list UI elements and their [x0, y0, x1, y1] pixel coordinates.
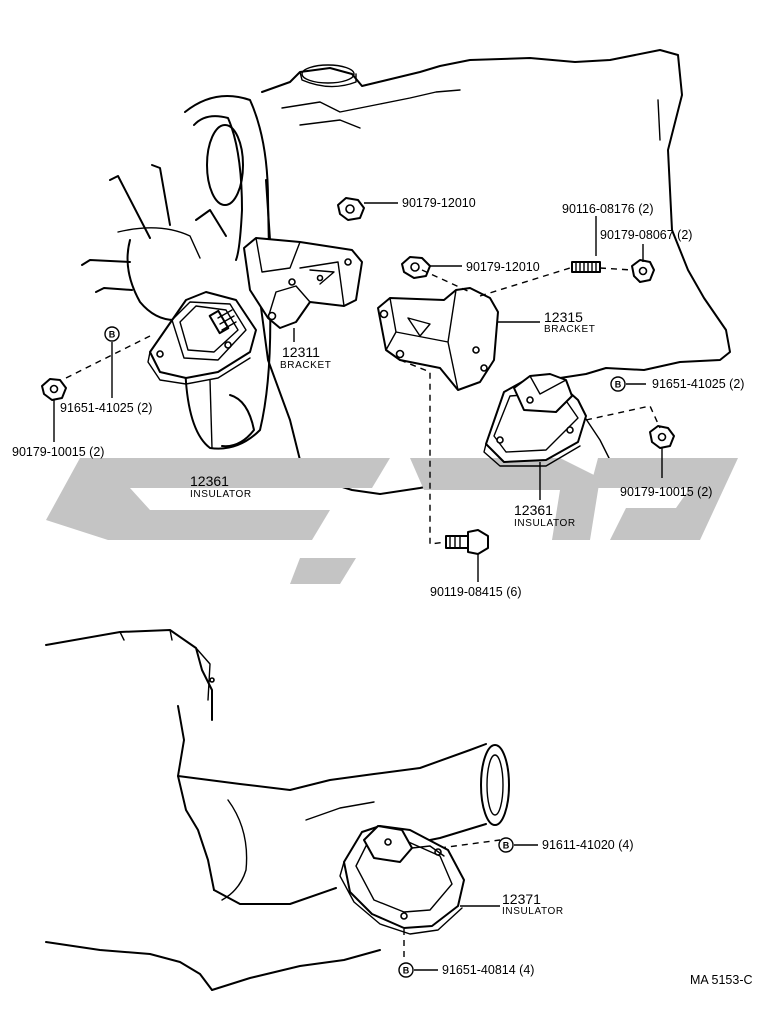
- insulator-right-12361: [483, 373, 587, 467]
- watermark-logo-icon: [46, 458, 738, 584]
- svg-text:B: B: [615, 380, 622, 390]
- callout-nut-left: 90179-10015 (2): [12, 445, 104, 459]
- callout-rear-insulator-name: INSULATOR: [502, 906, 564, 917]
- bolt-center: [445, 529, 489, 555]
- svg-text:B: B: [503, 841, 510, 851]
- callout-nut-upper-1: 90179-12010: [402, 196, 476, 210]
- callout-bracket-left-number: 12311: [282, 344, 320, 360]
- figure-code: MA 5153-C: [690, 973, 753, 987]
- fan-and-pulley: [81, 95, 272, 450]
- callout-rear-insulator-number: 12371: [502, 891, 541, 907]
- nut-upper-1: [337, 197, 365, 221]
- callout-labels: 90179-12010 90179-12010 90116-08176 (2) …: [12, 196, 753, 987]
- callout-nut-upper-2: 90179-12010: [466, 260, 540, 274]
- callout-nut-right: 90179-08067 (2): [600, 228, 692, 242]
- bolt-marker-left: B: [104, 326, 120, 342]
- insulator-left-12361: [147, 291, 257, 385]
- callout-insulator-right-number: 12361: [514, 502, 553, 518]
- callout-rear-bolt-lower: 91651-40814 (4): [442, 963, 534, 977]
- callout-washer-right: 91651-41025 (2): [652, 377, 744, 391]
- assembly-lines: [65, 267, 661, 960]
- bolt-marker-rear-upper: B: [498, 837, 514, 853]
- bracket-12315: [377, 287, 499, 391]
- callout-stud-right: 90116-08176 (2): [562, 202, 654, 216]
- callout-insulator-left-number: 12361: [190, 473, 229, 489]
- callout-nut-right-lower: 90179-10015 (2): [620, 485, 712, 499]
- leader-lines: [53, 202, 663, 971]
- callout-rear-bolt-upper: 91611-41020 (4): [542, 838, 634, 852]
- svg-text:B: B: [403, 966, 410, 976]
- bolt-marker-rear-lower: B: [398, 962, 414, 978]
- nut-right: [631, 259, 655, 283]
- nut-upper-2: [401, 256, 431, 279]
- callout-bracket-right-name: BRACKET: [544, 324, 595, 335]
- callout-insulator-left-name: INSULATOR: [190, 489, 252, 500]
- callout-washer-left: 91651-41025 (2): [60, 401, 152, 415]
- nut-left: [41, 378, 67, 401]
- bolt-marker-right: B: [610, 376, 626, 392]
- callout-bracket-left-name: BRACKET: [280, 360, 331, 371]
- callout-insulator-right-name: INSULATOR: [514, 518, 576, 529]
- callout-bracket-right-number: 12315: [544, 309, 583, 325]
- insulator-rear-12371: [339, 825, 465, 935]
- svg-text:B: B: [109, 330, 116, 340]
- callout-bolt-center: 90119-08415 (6): [430, 585, 522, 599]
- bracket-12311: [243, 237, 363, 329]
- transmission: [45, 629, 510, 991]
- stud-bolt: [571, 261, 601, 273]
- nut-right-lower: [649, 425, 675, 449]
